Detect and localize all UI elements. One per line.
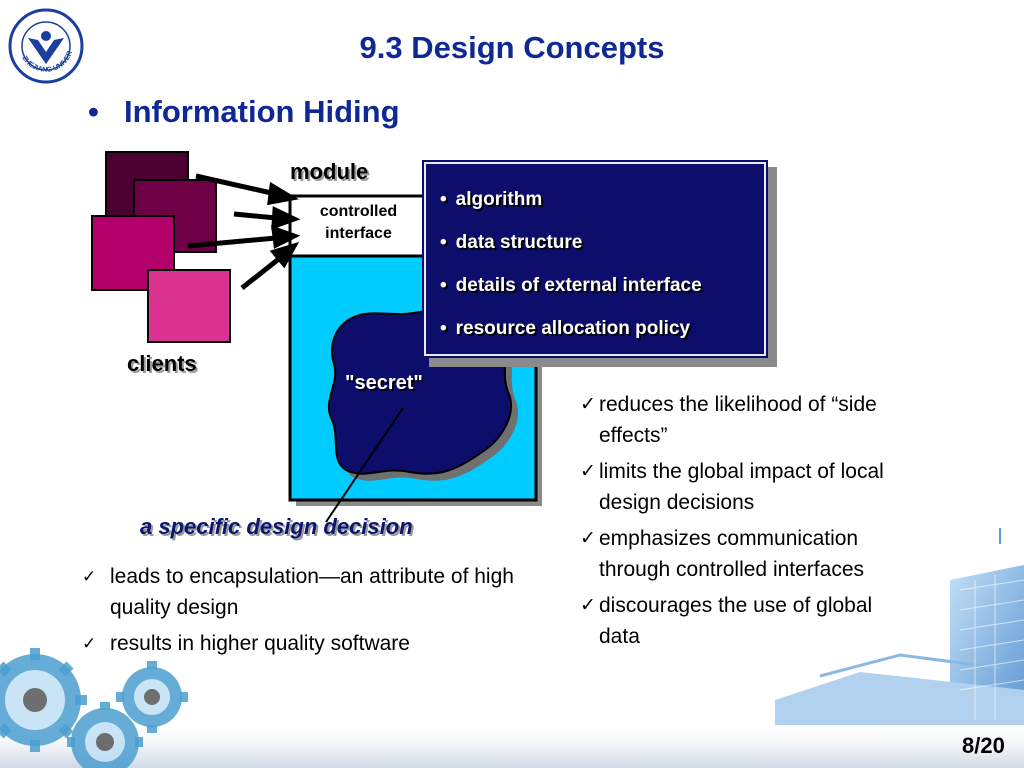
module-label: module [290,159,369,184]
results-list: ✓ leads to encapsulation—an attribute of … [78,561,558,664]
secret-item-external-interface: details of external interface [440,264,764,307]
design-decision-label: a specific design decision [140,514,413,539]
clients-label: clients [127,351,197,376]
check-icon: ✓ [580,394,596,415]
university-logo: ZHEJIANG UNIVERSITY [8,8,84,84]
main-bullet-text: Information Hiding [124,94,400,129]
decision-pointer-line [325,407,404,523]
controlled-interface-label: controlled interface [296,201,421,245]
list-item: ✓limits the global impact of local desig… [580,456,910,518]
benefit-text: reduces the likelihood of “side effects” [599,393,877,447]
list-item: ✓emphasizes communication through contro… [580,523,910,585]
secret-item-resource-allocation: resource allocation policy [440,307,764,350]
list-item: ✓reduces the likelihood of “side effects… [580,389,910,451]
check-icon: ✓ [580,595,596,616]
bullet-dot: • [88,94,99,129]
main-bullet: • Information Hiding [88,94,400,130]
gear-icon [122,667,182,727]
result-text: results in higher quality software [110,632,410,655]
client-square-4 [147,269,231,343]
result-text: leads to encapsulation—an attribute of h… [110,565,514,619]
benefit-text: discourages the use of global data [599,594,873,648]
slide-title: 9.3 Design Concepts [359,30,665,65]
building-illustration [775,528,1024,725]
secret-item-algorithm: algorithm [440,178,764,221]
benefit-text: limits the global impact of local design… [599,460,884,514]
gear-teeth [0,648,188,752]
gear-icon [0,654,81,746]
controlled-interface-line-1: controlled [319,203,398,220]
benefits-list: ✓reduces the likelihood of “side effects… [580,389,910,657]
controlled-interface-line-2: interface [325,225,392,242]
secret-label: "secret" [345,372,423,394]
list-item: ✓ leads to encapsulation—an attribute of … [78,561,558,623]
check-icon: ✓ [82,567,97,586]
benefit-text: emphasizes communication through control… [599,527,864,581]
check-icon: ✓ [580,528,596,549]
secret-item-data-structure: data structure [440,221,764,264]
client-arrows [187,173,301,290]
page-number: 8/20 [962,733,1005,758]
gear-icon [71,708,139,768]
secret-details-list: algorithm data structure details of exte… [426,164,764,350]
check-icon: ✓ [82,634,97,653]
secret-details-box: algorithm data structure details of exte… [424,162,766,356]
list-item: ✓ results in higher quality software [78,628,558,659]
list-item: ✓discourages the use of global data [580,590,910,652]
check-icon: ✓ [580,461,596,482]
